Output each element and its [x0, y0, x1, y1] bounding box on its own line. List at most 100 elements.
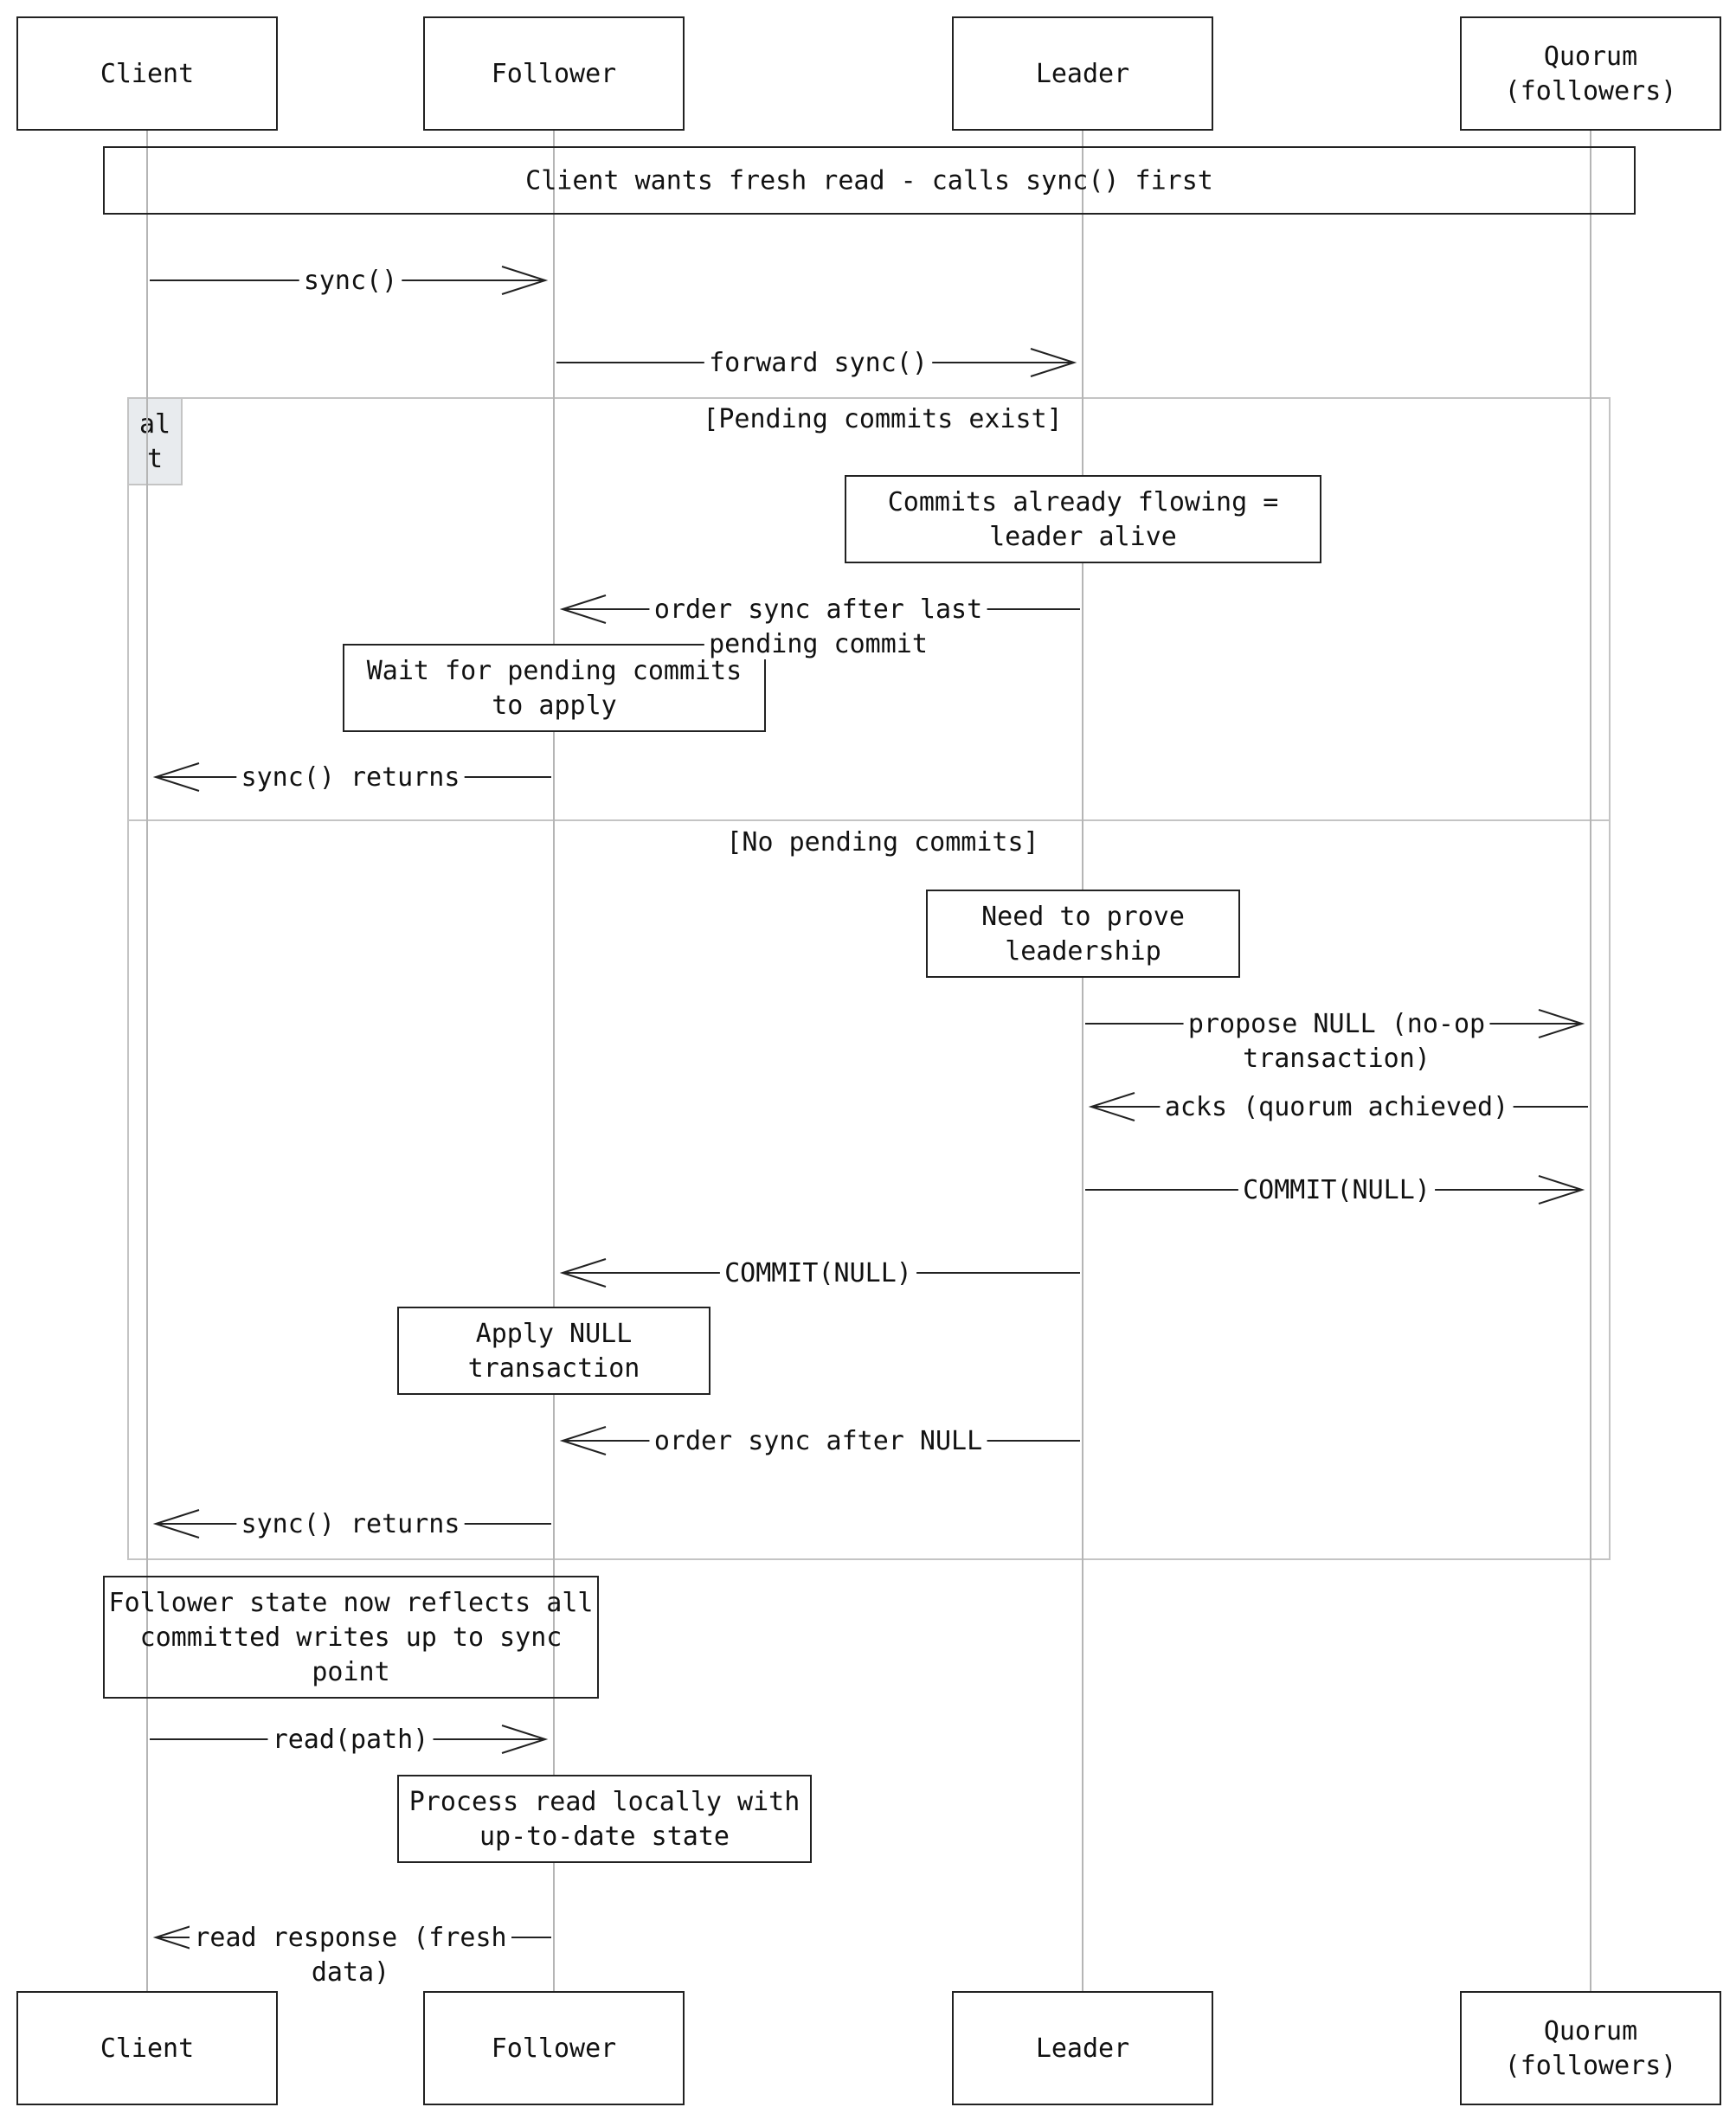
actor-box: [1460, 16, 1721, 131]
message-label: read response (fresh data): [194, 1923, 506, 1988]
note-box-n5: [103, 1576, 599, 1699]
message-label-line: sync() returns: [241, 1509, 460, 1539]
message-m7: COMMIT(NULL): [1085, 1174, 1585, 1205]
actor-box: [423, 1991, 685, 2105]
actor-label-line: Quorum: [1544, 2016, 1637, 2046]
message-m12: read response (fresh data): [152, 1922, 551, 1988]
actor-box: [423, 16, 685, 131]
alt-guard-2: [No pending commits]: [726, 827, 1038, 858]
message-label: sync(): [304, 266, 397, 296]
message-label-bg: [306, 1956, 395, 1988]
message-m4: sync() returns: [152, 761, 551, 793]
message-label-bg: [704, 628, 933, 659]
actor-label-line: (followers): [1505, 76, 1677, 106]
actor-client-bottom: Client: [16, 1991, 278, 2105]
arrow-head: [1538, 1175, 1585, 1205]
message-label: sync() returns: [241, 1509, 460, 1539]
arrow-head: [152, 1509, 200, 1539]
message-label-line: sync(): [304, 266, 397, 296]
arrow-head: [152, 1923, 200, 1952]
message-label-line: order sync after last: [654, 594, 982, 625]
actor-label: Quorum(followers): [1505, 42, 1677, 106]
actor-box: [1460, 1991, 1721, 2105]
note-box-n4: [397, 1307, 710, 1395]
actor-label: Leader: [1036, 59, 1129, 89]
lifelines-layer: [146, 130, 1591, 1992]
message-label-bg: [704, 347, 933, 378]
actor-label: Quorum (followers): [1505, 2016, 1677, 2081]
actor-label: Follower: [492, 2033, 617, 2064]
actor-label-line: (followers): [1505, 2051, 1677, 2081]
note-text-n1-line: Commits already flowing =: [888, 487, 1279, 517]
note-text-n6-line: Process read locally with: [409, 1787, 800, 1817]
actor-label: Follower: [492, 59, 617, 89]
header-note-text: Client wants fresh read - calls sync() f…: [525, 166, 1213, 196]
actor-leader-bottom: Leader: [952, 1991, 1213, 2105]
actor-label-line: Follower: [492, 2033, 617, 2064]
actor-box: [16, 1991, 278, 2105]
message-label-bg: [1183, 1008, 1490, 1039]
message-label-bg: [267, 1724, 434, 1755]
actor-client-top: Client: [16, 16, 278, 131]
actor-box: [952, 1991, 1213, 2105]
message-label-line: propose NULL (no-op: [1188, 1009, 1485, 1039]
header-note-text-line: Client wants fresh read - calls sync() f…: [525, 166, 1213, 196]
note-text-n5-line: Follower state now reflects all: [109, 1588, 594, 1618]
actor-box: [952, 16, 1213, 131]
actor-label-line: Leader: [1036, 2033, 1129, 2064]
alt-frame-tag-label: alt: [139, 409, 170, 474]
arrow-head: [559, 1426, 607, 1455]
message-label-line: order sync after NULL: [654, 1426, 982, 1456]
notes-layer: Client wants fresh read - calls sync() f…: [103, 146, 1636, 1863]
note-box-n1: [845, 475, 1321, 563]
actor-label: Client: [100, 2033, 194, 2064]
actor-label: Client: [100, 59, 194, 89]
actor-follower-bottom: Follower: [423, 1991, 685, 2105]
note-text-n4-line: Apply NULL: [476, 1319, 633, 1349]
note-text-n4-line: transaction: [468, 1353, 640, 1384]
message-label: acks (quorum achieved): [1165, 1092, 1508, 1122]
arrow-head: [1088, 1092, 1135, 1121]
message-label: COMMIT(NULL): [1243, 1175, 1431, 1205]
message-label-bg: [1238, 1174, 1436, 1205]
actor-label-line: Leader: [1036, 59, 1129, 89]
message-label-bg: [649, 594, 987, 625]
message-label-line: sync() returns: [241, 762, 460, 793]
message-label-line: data): [312, 1957, 389, 1988]
actor-leader-top: Leader: [952, 16, 1213, 131]
note-text-n3-line: Need to prove: [981, 902, 1185, 932]
arrow-head: [501, 1725, 549, 1754]
message-label: sync() returns: [241, 762, 460, 793]
alt-frame: [127, 397, 1611, 1560]
actor-label: Leader: [1036, 2033, 1129, 2064]
message-m8: COMMIT(NULL): [559, 1257, 1080, 1288]
message-label-line: read response (fresh: [194, 1923, 506, 1953]
note-text-n5-line: point: [312, 1657, 389, 1687]
message-m11: read(path): [150, 1724, 549, 1755]
note-text-n2-line: to apply: [492, 691, 617, 721]
note-text-n1-line: leader alive: [989, 522, 1177, 552]
note-text-n2: Wait for pending commits to apply: [367, 656, 742, 721]
note-text-n3-line: leadership: [1005, 936, 1161, 967]
alt-frame-tag-label-line: t: [147, 444, 163, 474]
message-label-bg: [649, 1425, 987, 1456]
note-text-n2-line: Wait for pending commits: [367, 656, 742, 686]
arrow-head: [559, 1258, 607, 1288]
message-label-bg: [236, 1508, 465, 1539]
header-note-box: [103, 146, 1636, 215]
actor-box: [16, 16, 278, 131]
arrow-head: [1030, 348, 1077, 377]
alt-frame-tag: [127, 397, 183, 485]
message-m9: order sync after NULL: [559, 1425, 1080, 1456]
message-label-line: forward sync(): [709, 348, 928, 378]
message-m10: sync() returns: [152, 1508, 551, 1539]
actor-follower-top: Follower: [423, 16, 685, 131]
message-label-line: read(path): [273, 1725, 429, 1755]
message-label-bg: [190, 1922, 511, 1953]
message-label-bg: [1238, 1043, 1436, 1074]
note-text-n3: Need to prove leadership: [981, 902, 1185, 967]
message-label: order sync after NULL: [654, 1426, 982, 1456]
